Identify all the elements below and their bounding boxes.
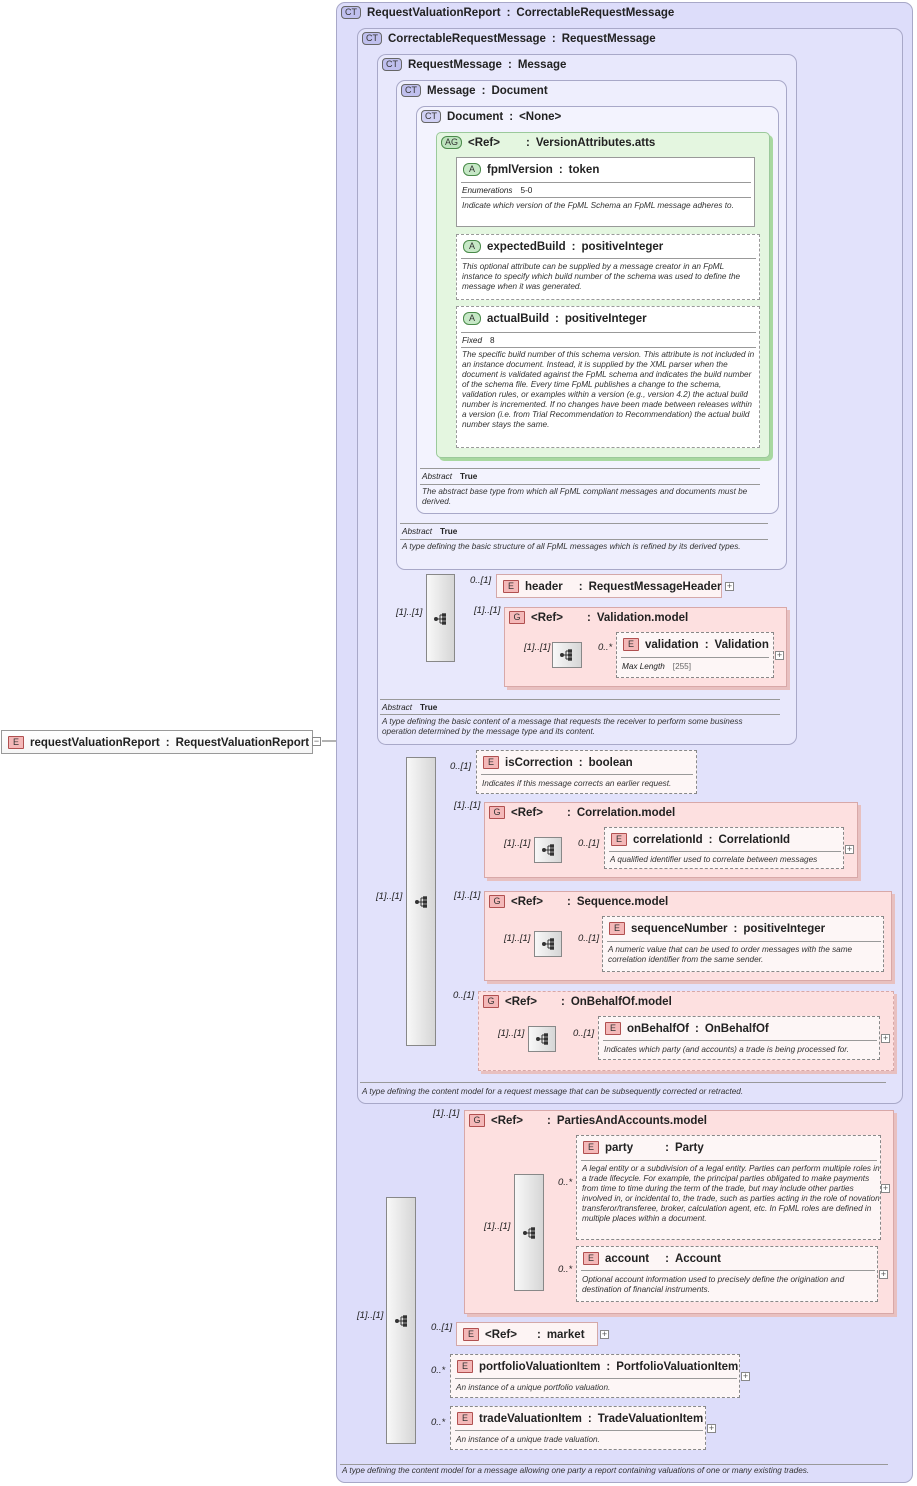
- sequence-compositor[interactable]: [406, 757, 436, 1046]
- root-element[interactable]: E requestValuationReport : RequestValuat…: [1, 730, 313, 754]
- sequence-icon: [542, 938, 554, 950]
- sequence-icon: [536, 1033, 548, 1045]
- message-description: A type defining the basic structure of a…: [402, 542, 741, 551]
- sequence-icon: [434, 613, 446, 625]
- element-icon: E: [583, 1141, 599, 1154]
- complex-type-icon: CT: [341, 6, 361, 19]
- element-validation[interactable]: E validation:Validation Max Length[255]: [616, 632, 774, 678]
- complex-type-icon: CT: [421, 110, 441, 123]
- element-correlation-id[interactable]: E correlationId:CorrelationId A qualifie…: [604, 827, 844, 869]
- sequence-compositor[interactable]: [534, 837, 562, 863]
- sequence-compositor[interactable]: [386, 1197, 416, 1444]
- element-icon: E: [583, 1252, 599, 1265]
- element-account[interactable]: E account:Account Optional account infor…: [576, 1246, 878, 1302]
- attribute-icon: A: [463, 163, 481, 176]
- element-icon: E: [605, 1022, 621, 1035]
- collapse-icon[interactable]: −: [312, 736, 321, 746]
- element-party[interactable]: E party:Party A legal entity or a subdiv…: [576, 1135, 881, 1240]
- sequence-icon: [542, 844, 554, 856]
- sequence-compositor[interactable]: [426, 574, 455, 662]
- root-element-name: requestValuationReport: [30, 736, 160, 749]
- element-market[interactable]: E <Ref>:market: [456, 1322, 598, 1346]
- group-icon: G: [509, 611, 525, 624]
- element-badge: E: [8, 736, 24, 749]
- correctable-description: A type defining the content model for a …: [362, 1087, 744, 1096]
- sequence-compositor[interactable]: [534, 931, 562, 957]
- sequence-icon: [560, 649, 572, 661]
- element-icon: E: [623, 638, 639, 651]
- document-description: The abstract base type from which all Fp…: [422, 487, 748, 506]
- group-icon: G: [469, 1114, 485, 1127]
- expand-icon[interactable]: +: [600, 1329, 609, 1339]
- element-trade-valuation-item[interactable]: E tradeValuationItem:TradeValuationItem …: [450, 1406, 706, 1450]
- complex-type-icon: CT: [382, 58, 402, 71]
- group-icon: G: [489, 895, 505, 908]
- root-element-type: RequestValuationReport: [175, 736, 310, 749]
- sequence-compositor[interactable]: [514, 1174, 544, 1291]
- complex-type-icon: CT: [401, 84, 421, 97]
- expand-icon[interactable]: +: [775, 650, 784, 660]
- element-on-behalf-of[interactable]: E onBehalfOf:OnBehalfOf Indicates which …: [598, 1016, 880, 1060]
- expand-icon[interactable]: +: [741, 1371, 750, 1381]
- sequence-icon: [395, 1315, 407, 1327]
- element-icon: E: [609, 922, 625, 935]
- attribute-group-icon: AG: [441, 136, 463, 149]
- group-icon: G: [489, 806, 505, 819]
- expand-icon[interactable]: +: [725, 581, 734, 591]
- expand-icon[interactable]: +: [881, 1033, 890, 1043]
- element-icon: E: [503, 580, 519, 593]
- attribute-expected-build[interactable]: A expectedBuild:positiveInteger This opt…: [456, 234, 760, 300]
- element-sequence-number[interactable]: E sequenceNumber:positiveInteger A numer…: [602, 916, 884, 972]
- attribute-icon: A: [463, 240, 481, 253]
- expand-icon[interactable]: +: [845, 844, 854, 854]
- element-icon: E: [463, 1328, 479, 1341]
- element-header[interactable]: E header:RequestMessageHeader: [496, 574, 722, 598]
- element-icon: E: [457, 1360, 473, 1373]
- complex-type-icon: CT: [362, 32, 382, 45]
- sequence-icon: [523, 1227, 535, 1239]
- element-icon: E: [611, 833, 627, 846]
- attribute-icon: A: [463, 312, 481, 325]
- expand-icon[interactable]: +: [881, 1183, 890, 1193]
- element-is-correction[interactable]: E isCorrection:boolean Indicates if this…: [476, 750, 697, 794]
- element-icon: E: [457, 1412, 473, 1425]
- sequence-icon: [415, 896, 427, 908]
- expand-icon[interactable]: +: [707, 1423, 716, 1433]
- group-icon: G: [483, 995, 499, 1008]
- report-description: A type defining the content model for a …: [342, 1466, 810, 1475]
- request-message-description: A type defining the basic content of a m…: [382, 717, 743, 736]
- sequence-compositor[interactable]: [528, 1026, 556, 1052]
- element-portfolio-valuation-item[interactable]: E portfolioValuationItem:PortfolioValuat…: [450, 1354, 740, 1398]
- sequence-compositor[interactable]: [552, 642, 582, 668]
- expand-icon[interactable]: +: [879, 1269, 888, 1279]
- element-icon: E: [483, 756, 499, 769]
